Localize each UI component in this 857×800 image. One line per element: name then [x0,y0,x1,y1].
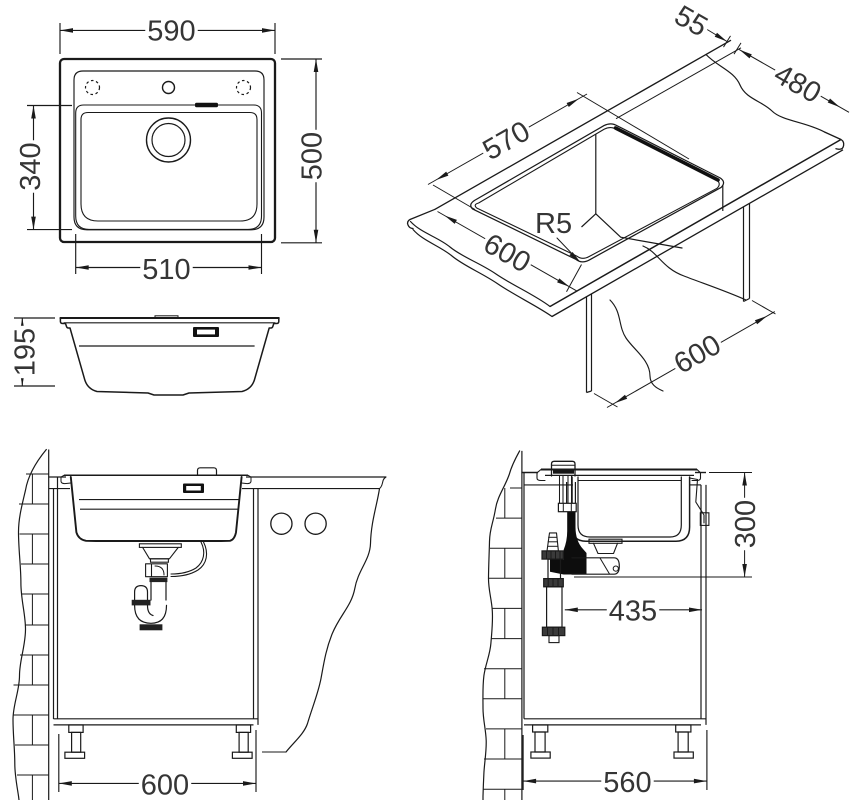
svg-text:R5: R5 [535,208,572,240]
svg-text:510: 510 [142,254,190,286]
svg-text:560: 560 [603,767,651,799]
svg-text:340: 340 [15,142,47,190]
svg-text:500: 500 [296,132,328,180]
svg-text:590: 590 [147,15,195,47]
svg-text:435: 435 [609,596,657,628]
svg-text:195: 195 [10,328,42,376]
svg-text:600: 600 [141,769,189,800]
svg-text:300: 300 [730,500,762,548]
